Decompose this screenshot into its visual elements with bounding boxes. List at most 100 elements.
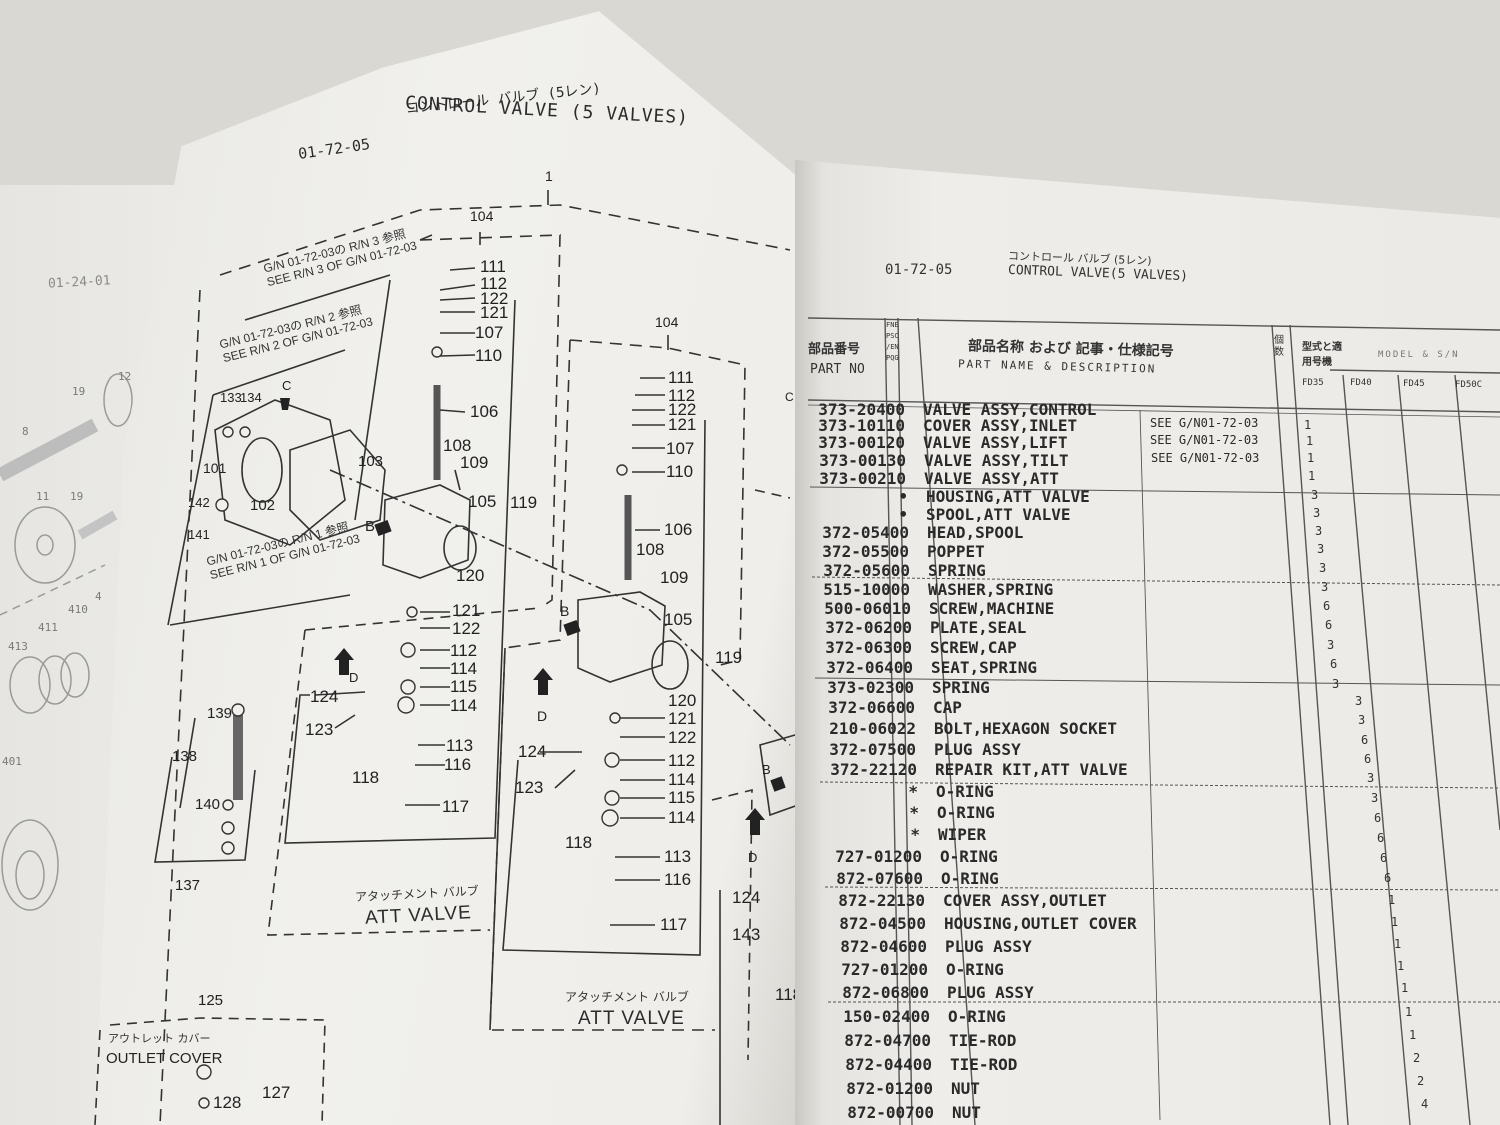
callout: 137 [175,877,201,894]
callout: 410 [68,603,88,616]
header-flags: FNE PSC /EN PQG [886,321,899,362]
callout: 413 [8,640,28,653]
callout: 113 [664,847,692,866]
callout: 12 [118,370,132,383]
callout: 122 [480,289,509,308]
callout: 120 [668,691,697,710]
callout: 114 [668,808,696,827]
callout: 139 [207,705,233,722]
arrow-label-c: C [785,390,794,404]
callout: 121 [668,709,697,728]
callout: 142 [188,495,210,510]
arrow-label-b: B [365,518,376,535]
callout: 123 [305,720,334,739]
callout: 115 [668,788,696,807]
header-model-fd50c: FD50C [1455,380,1483,390]
callout: 143 [732,925,761,944]
header-part-no-en: PART NO [810,362,865,377]
callout: 115 [450,677,478,696]
callout: 110 [666,462,694,481]
callout: 117 [442,797,470,816]
callout: 112 [480,274,508,293]
gear-diagram [0,373,133,911]
callout: 116 [444,755,472,774]
callout: 4 [95,590,102,603]
callout: 121 [452,601,481,620]
callout: 112 [668,751,696,770]
callout: 107 [475,323,504,342]
callout: 105 [664,610,693,629]
callout: 117 [660,915,688,934]
callout: 101 [203,460,227,476]
callout: 118 [565,833,593,852]
callout: 124 [310,687,339,706]
callout: 114 [450,659,478,678]
callout: 108 [443,436,472,455]
callout: 124 [518,742,547,761]
callout: 122 [452,619,481,638]
callout: 113 [446,736,474,755]
callout: 112 [450,641,478,660]
callout: 128 [213,1093,242,1112]
callout: 141 [188,527,210,542]
callout: 133 [220,390,242,405]
callout: 102 [250,497,276,514]
callout: 123 [515,778,544,797]
callout: 124 [732,888,761,907]
header-model-jp: 型式と適用号機 [1302,342,1342,368]
arrow-label-c: C [282,378,292,393]
callout: 116 [664,870,692,889]
callout: 11 [36,490,50,503]
arrow-label-d: D [349,670,359,685]
callout: 411 [38,621,58,634]
callout: 134 [240,390,262,405]
callout: 106 [470,402,499,421]
callout: 125 [198,992,224,1009]
arrow-label-d: D [748,850,758,865]
callout: 111 [480,257,506,276]
table-page-code: 01-72-05 [885,262,953,278]
callout: 401 [2,755,22,768]
callout-1: 1 [545,168,553,184]
arrow-label-d: D [537,708,548,724]
outlet-cover-caption-en: OUTLET COVER [106,1050,223,1067]
callout: 111 [668,368,694,387]
callout: 109 [460,453,489,472]
att-valve-caption-jp: アタッチメント バルブ [565,990,689,1004]
callout: 119 [715,648,743,667]
callout: 107 [666,439,695,458]
att-valve-caption-en: ATT VALVE [578,1008,685,1029]
callout: 109 [660,568,689,587]
callout: 19 [72,385,86,398]
header-model-en: MODEL & S/N [1378,350,1460,360]
header-part-no-jp: 部品番号 [808,342,861,357]
callout: 114 [668,770,696,789]
callout: 112 [668,386,696,405]
callout: 19 [70,490,84,503]
callout: 103 [358,453,384,470]
arrow-label-b: B [560,603,570,619]
callout: 122 [668,400,697,419]
callout: 105 [468,492,497,511]
callout: 106 [664,520,693,539]
callout: 140 [195,796,221,813]
callout: 110 [475,346,503,365]
header-model-fd45: FD45 [1403,379,1425,389]
callout: 127 [262,1083,291,1102]
callout: 121 [480,303,509,322]
callout: 138 [172,748,198,765]
callout: 118 [352,768,380,787]
callout: 108 [636,540,665,559]
arrow-label-b: B [762,762,771,777]
callout: 104 [470,208,494,224]
header-model-fd35: FD35 [1302,378,1324,388]
callout: 104 [655,314,679,330]
callout: 122 [668,728,697,747]
callout: 119 [510,493,538,512]
callout: 121 [668,415,697,434]
callout: 8 [22,425,29,438]
parts-table-page [795,160,1500,1125]
header-qty-jp: 個数 [1274,335,1284,358]
header-model-fd40: FD40 [1350,378,1372,388]
